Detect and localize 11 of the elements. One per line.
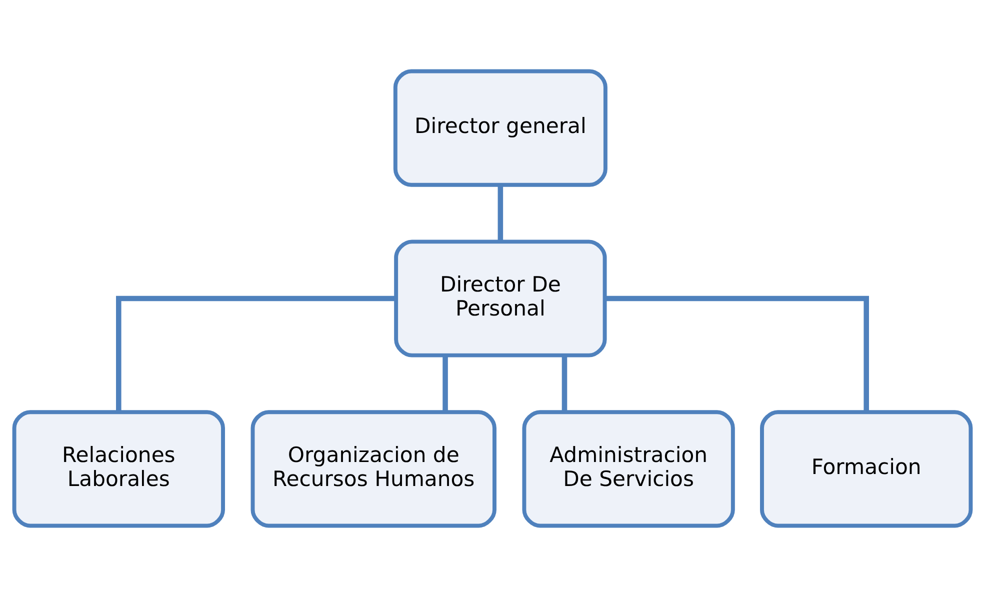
connector: [116, 295, 396, 412]
node-box: Organizacion de Recursos Humanos: [250, 410, 496, 528]
node-box: Relaciones Laborales: [12, 410, 225, 528]
node-box: Administracion De Servicios: [522, 410, 735, 528]
node-box: Director De Personal: [394, 239, 607, 357]
node-box: Formacion: [760, 410, 973, 528]
connector: [604, 295, 869, 412]
node-box: Director general: [393, 68, 608, 186]
connector: [562, 355, 568, 412]
connector: [442, 355, 448, 412]
connector: [498, 184, 504, 241]
